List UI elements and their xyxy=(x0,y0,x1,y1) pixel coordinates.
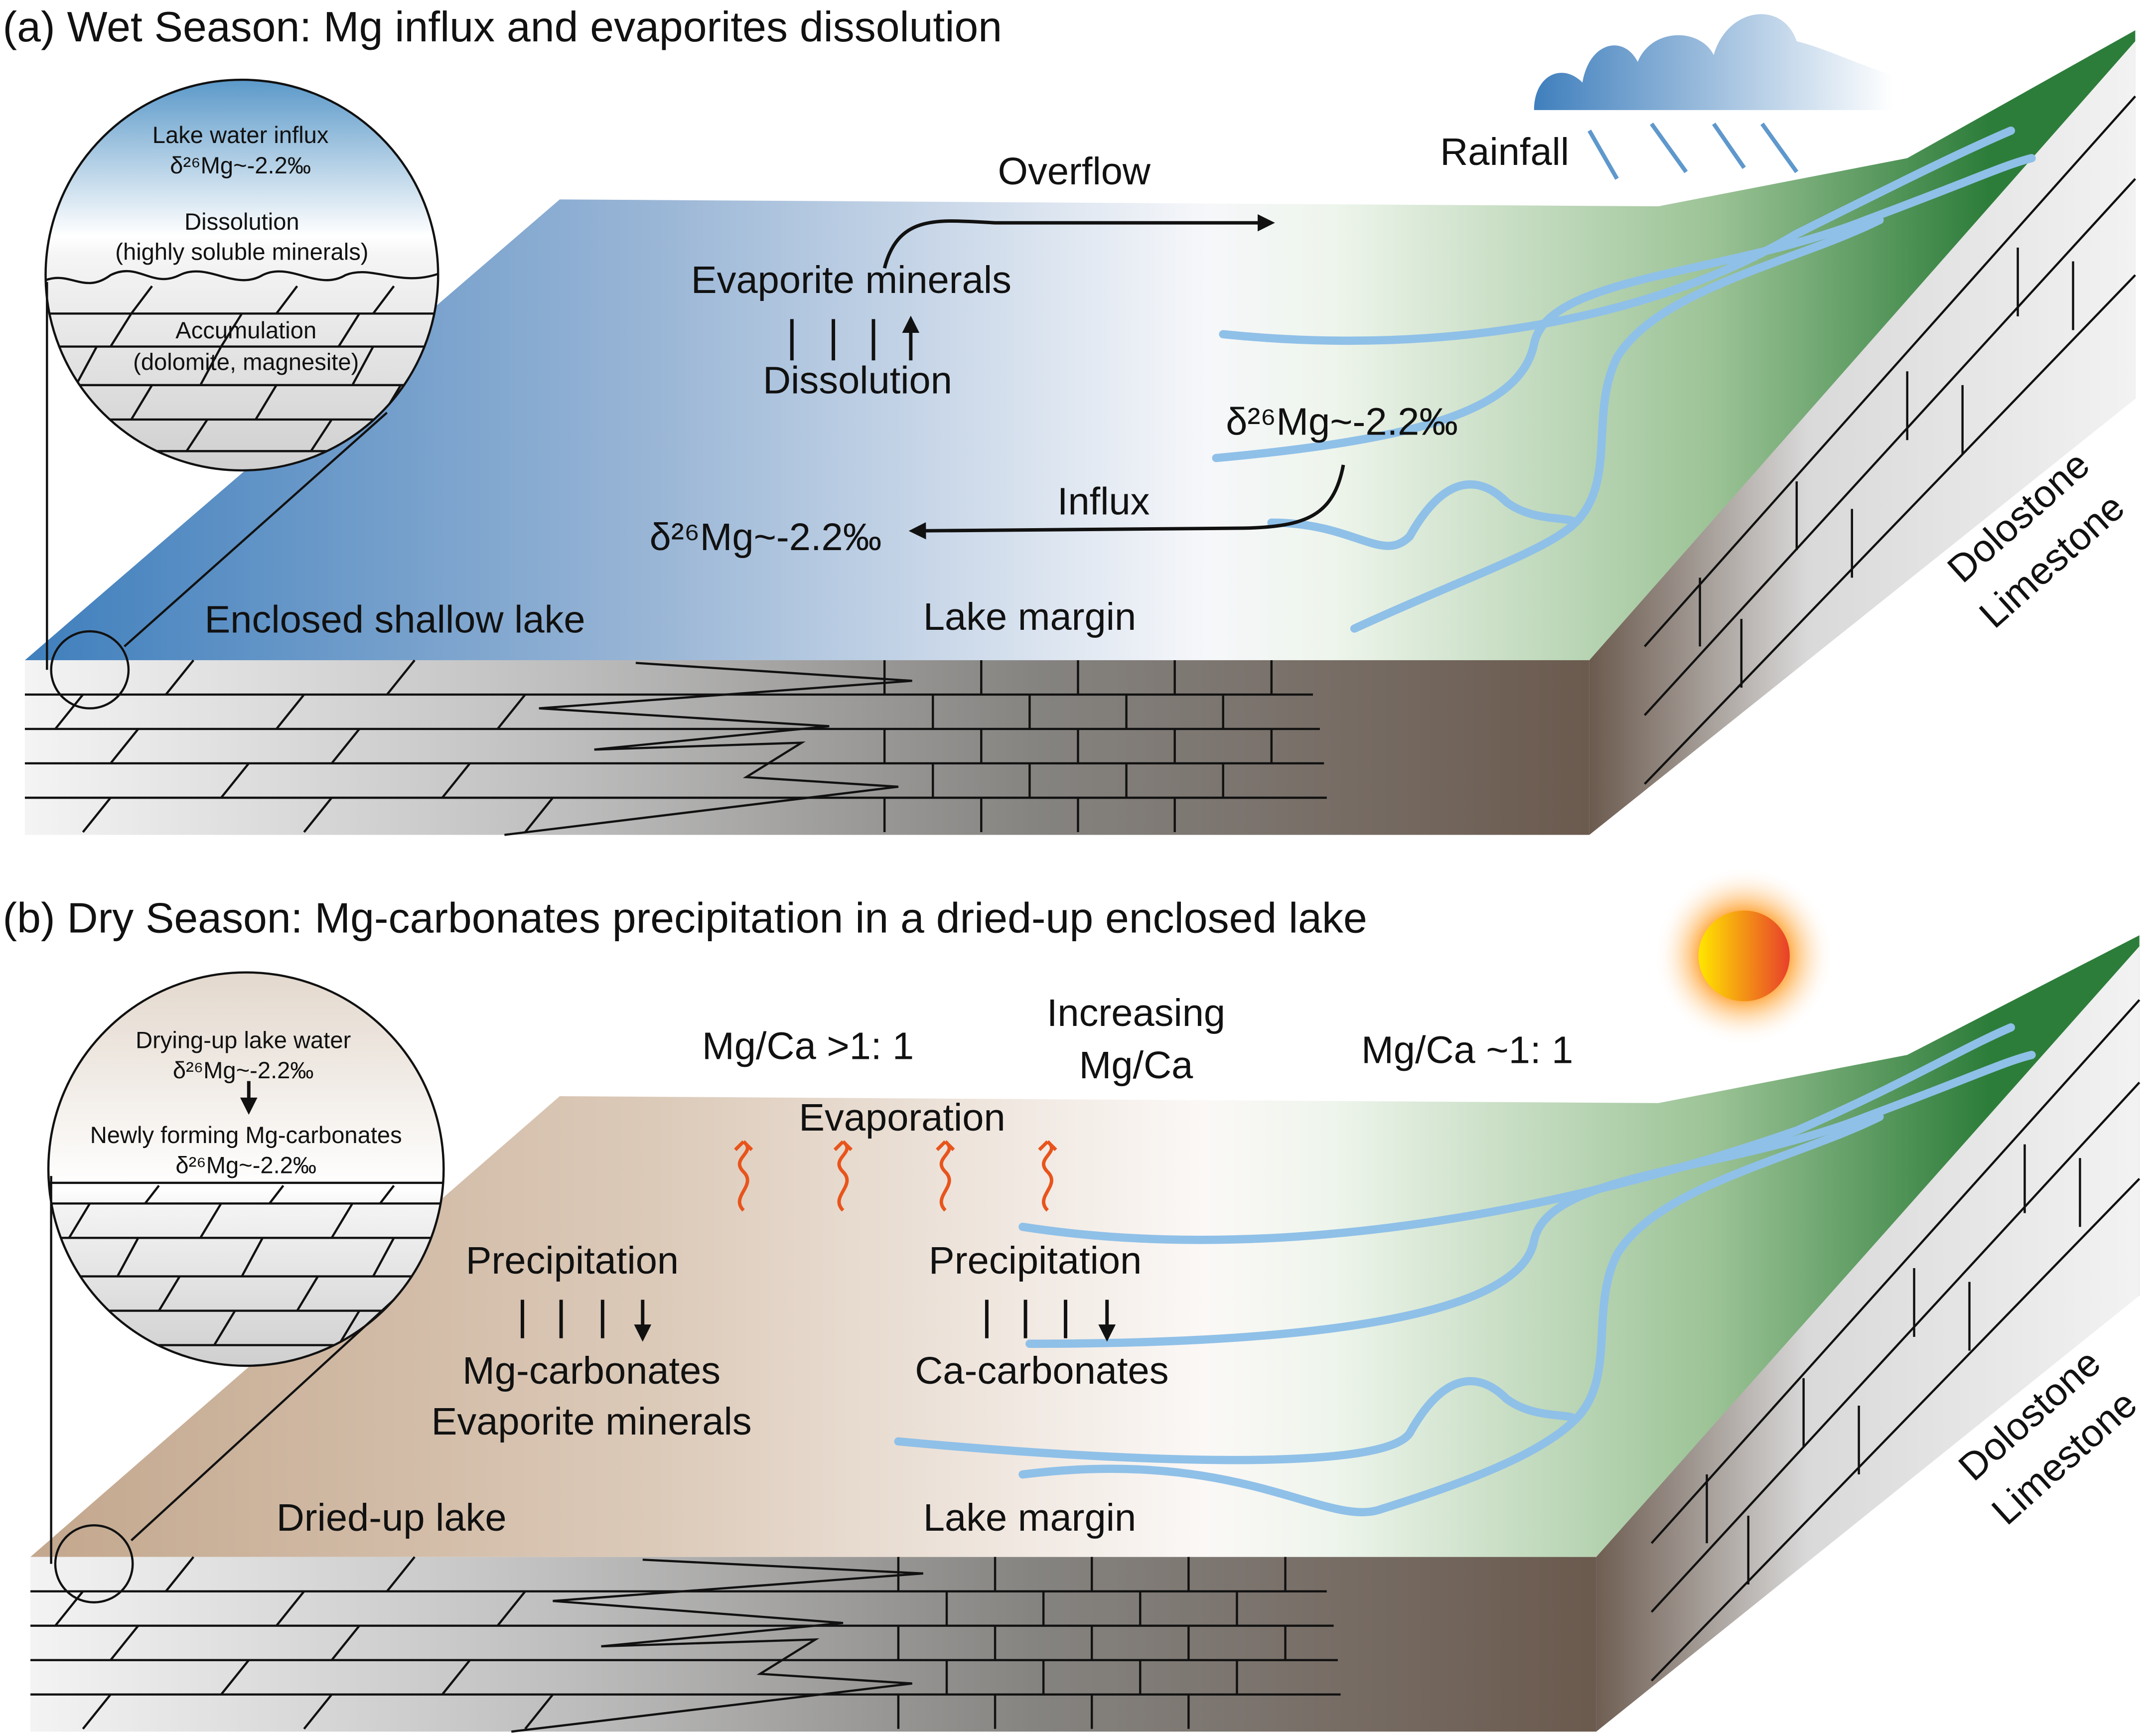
increasing-label-2: Mg/Ca xyxy=(1079,1044,1194,1087)
brick-pattern xyxy=(24,95,2137,836)
dried-lake-label: Dried-up lake xyxy=(277,1496,507,1539)
rain-cloud-icon xyxy=(1534,14,1893,180)
ca-carbonates-label: Ca-carbonates xyxy=(915,1349,1168,1392)
precipitation-right-arrows xyxy=(985,1300,1107,1338)
inset-circle-a: Lake water influx δ²⁶Mg~-2.2‰ Dissolutio… xyxy=(44,78,439,710)
river-delta-label: δ²⁶Mg~-2.2‰ xyxy=(1226,400,1458,443)
front-rock-face xyxy=(24,660,1589,835)
inset-b-line2: δ²⁶Mg~-2.2‰ xyxy=(173,1057,314,1083)
mg-carbonates-label: Mg-carbonates xyxy=(462,1349,720,1392)
panel-b-title: (b) Dry Season: Mg-carbonates precipitat… xyxy=(3,894,1367,942)
lake-margin-label-b: Lake margin xyxy=(923,1496,1136,1539)
inset-b-line4: δ²⁶Mg~-2.2‰ xyxy=(175,1152,316,1178)
front-rock-face-b xyxy=(30,1557,1596,1732)
mgca-high-label: Mg/Ca >1: 1 xyxy=(702,1025,914,1068)
lake-surface xyxy=(24,30,2136,660)
precipitation-right-label: Precipitation xyxy=(929,1239,1142,1282)
sun-icon xyxy=(1654,866,1834,1045)
influx-label: Influx xyxy=(1057,480,1150,523)
evaporation-label: Evaporation xyxy=(799,1096,1005,1139)
panel-a-title: (a) Wet Season: Mg influx and evaporites… xyxy=(3,3,1003,51)
brick-pattern-b xyxy=(30,999,2141,1733)
dissolution-label: Dissolution xyxy=(763,359,952,402)
dried-lake-surface xyxy=(30,935,2140,1557)
inset-a-line4: (highly soluble minerals) xyxy=(115,239,368,265)
mgca-equal-label: Mg/Ca ~1: 1 xyxy=(1361,1029,1573,1072)
precipitation-left-label: Precipitation xyxy=(466,1239,679,1282)
evaporation-wave-icons xyxy=(734,1140,1057,1212)
overflow-arrow xyxy=(882,214,1275,269)
dissolution-up-arrows xyxy=(790,319,911,361)
panel-a: (a) Wet Season: Mg influx and evaporites… xyxy=(3,3,2137,836)
lake-margin-label-a: Lake margin xyxy=(923,595,1136,638)
inset-circle-b: Drying-up lake water δ²⁶Mg~-2.2‰ Newly f… xyxy=(47,971,445,1603)
evaporite-minerals-label: Evaporite minerals xyxy=(691,259,1011,301)
evaporite-minerals-b-label: Evaporite minerals xyxy=(431,1400,752,1443)
rivers xyxy=(1212,126,2036,633)
inset-a-line5: Accumulation xyxy=(175,317,316,343)
inset-b-line3: Newly forming Mg-carbonates xyxy=(90,1122,402,1148)
inset-a-line1: Lake water influx xyxy=(152,122,329,148)
lake-delta-label: δ²⁶Mg~-2.2‰ xyxy=(650,516,882,559)
inset-a-line3: Dissolution xyxy=(184,208,299,235)
precipitation-left-arrows xyxy=(520,1300,642,1338)
side-rock-face xyxy=(1589,41,2136,835)
side-rock-face-b xyxy=(1596,946,2140,1732)
increasing-label-1: Increasing xyxy=(1047,992,1225,1034)
inset-a-line2: δ²⁶Mg~-2.2‰ xyxy=(170,152,311,178)
inset-b-line1: Drying-up lake water xyxy=(136,1026,351,1053)
inset-a-line6: (dolomite, magnesite) xyxy=(133,349,359,375)
panel-b: (b) Dry Season: Mg-carbonates precipitat… xyxy=(3,866,2145,1733)
rivers-b xyxy=(894,1023,2036,1517)
influx-arrow xyxy=(908,464,1345,540)
enclosed-lake-label: Enclosed shallow lake xyxy=(205,598,585,641)
overflow-label: Overflow xyxy=(998,150,1151,193)
rainfall-label: Rainfall xyxy=(1440,131,1569,173)
